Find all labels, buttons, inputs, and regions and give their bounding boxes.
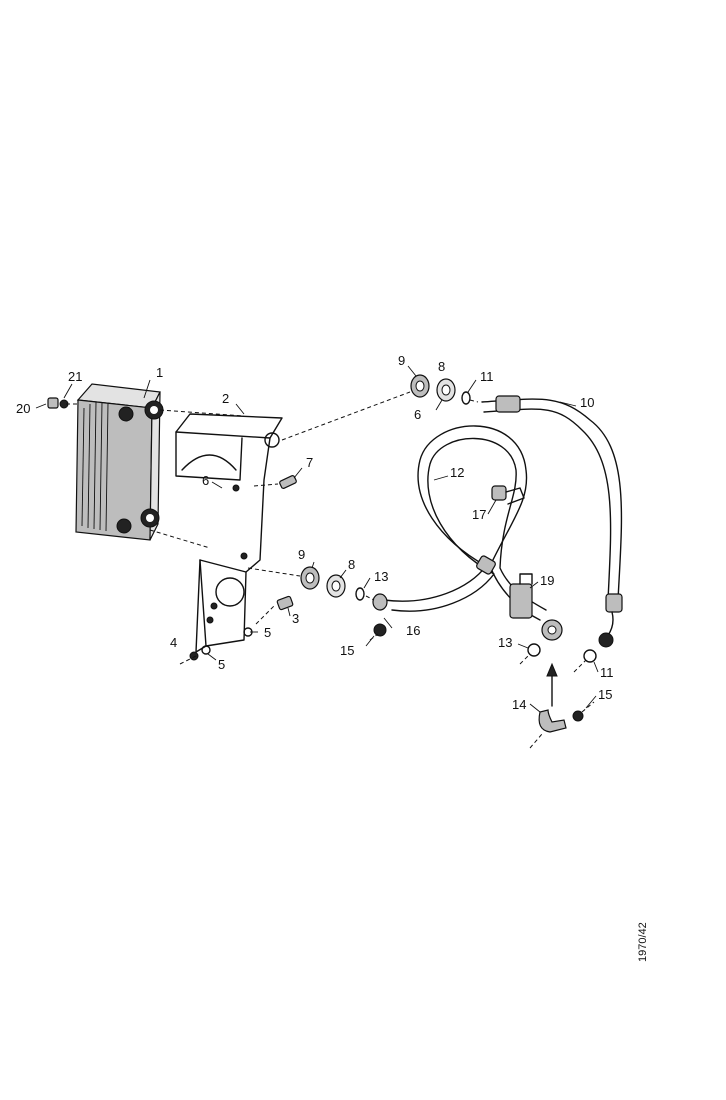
callout-9-upper: 9 — [398, 353, 406, 368]
o-ring-part-11-upper — [461, 391, 471, 405]
callout-4: 4 — [170, 635, 178, 650]
callout-19: 19 — [540, 573, 555, 588]
callout-8-upper: 8 — [438, 359, 446, 374]
callout-13-lower: 13 — [498, 635, 513, 650]
hose-part-12 — [383, 425, 547, 621]
callout-16: 16 — [406, 623, 421, 638]
elbow-part-14 — [538, 709, 567, 733]
assembly-arrow — [546, 662, 558, 707]
heat-exchanger-part-1 — [75, 383, 164, 541]
union-nut-part-9-upper — [410, 374, 430, 398]
callout-11-lower: 11 — [600, 665, 614, 680]
callout-14: 14 — [512, 697, 527, 712]
fitting-part-20 — [47, 397, 59, 409]
o-ring-part-13-upper — [355, 587, 365, 601]
valve-part-19 — [509, 573, 563, 641]
callout-20: 20 — [16, 401, 31, 416]
hose-part-10 — [481, 395, 623, 648]
fitting-part-16 — [372, 593, 388, 611]
adapter-part-8-upper — [436, 378, 456, 402]
callout-1: 1 — [156, 365, 164, 380]
callout-13-upper: 13 — [374, 569, 389, 584]
callout-9-lower: 9 — [298, 547, 306, 562]
callout-17: 17 — [472, 507, 487, 522]
nut-part-4 — [189, 651, 199, 661]
leader-lines — [35, 365, 599, 713]
union-nut-part-9-lower — [300, 566, 320, 590]
callout-11-upper: 11 — [480, 369, 494, 384]
callout-21: 21 — [68, 369, 83, 384]
o-ring-part-13-lower — [527, 643, 541, 657]
clamp-part-17 — [491, 485, 525, 505]
callout-2: 2 — [222, 391, 230, 406]
callout-7: 7 — [306, 455, 314, 470]
callout-5-lower: 5 — [218, 657, 226, 672]
adapter-part-8-lower — [326, 574, 346, 598]
mounting-bracket-part-2 — [175, 413, 283, 653]
washer-part-5 — [201, 627, 253, 655]
bolt-part-3 — [276, 595, 294, 611]
callout-3: 3 — [292, 611, 300, 626]
callout-10: 10 — [580, 395, 595, 410]
callout-5-upper: 5 — [264, 625, 272, 640]
callout-6-bracket: 6 — [202, 473, 210, 488]
callout-15-left: 15 — [340, 643, 355, 658]
callout-6-upper: 6 — [414, 407, 422, 422]
plug-part-15-left — [373, 623, 387, 637]
callout-15-right: 15 — [598, 687, 613, 702]
callout-12: 12 — [450, 465, 465, 480]
callout-8-lower: 8 — [348, 557, 356, 572]
drawing-code: 1970/42 — [637, 922, 649, 962]
o-ring-part-11-lower — [583, 649, 597, 663]
bolt-part-7 — [279, 475, 297, 489]
plug-part-15-right — [572, 710, 584, 722]
